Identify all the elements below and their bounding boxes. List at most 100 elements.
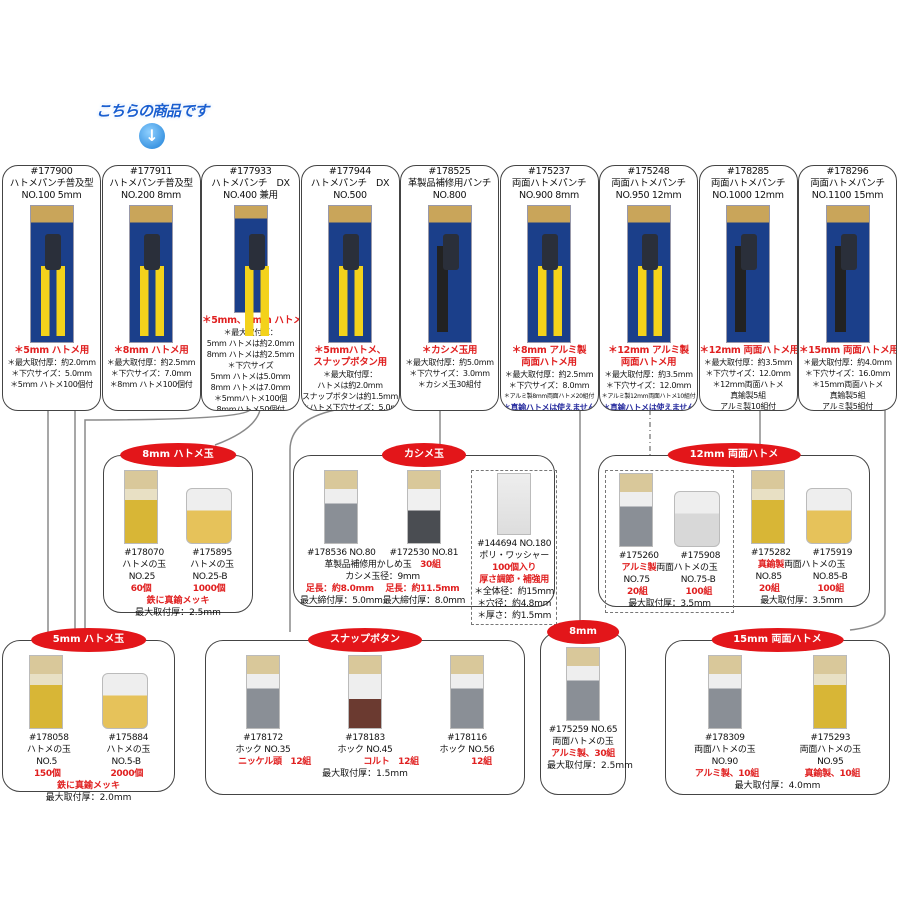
product-spec: ＊8mm ハトメ100個付 — [109, 380, 193, 389]
product-thumbnail[interactable] — [348, 655, 382, 729]
product-thumbnail[interactable] — [450, 655, 484, 729]
info-text: 150個 — [33, 769, 61, 779]
product-code: #177933 — [229, 166, 272, 177]
info-text: 30組 — [420, 560, 441, 570]
product-spec: ＊最大取付厚：約5.0mm — [405, 358, 494, 367]
info-row: ＊全体径：約15mm — [474, 586, 554, 598]
product-thumbnail[interactable] — [28, 655, 63, 729]
product-code: #177900 — [30, 166, 73, 177]
product-image[interactable] — [626, 205, 671, 343]
info-text: ニッケル頭 12組 — [238, 757, 311, 767]
info-text: アルミ製 — [621, 563, 657, 573]
product-name: ハトメパンチ普及型 — [9, 178, 94, 189]
info-row: #178536 NO.80#172530 NO.81 — [300, 547, 465, 559]
info-text: アルミ製、30組 — [550, 749, 616, 759]
product-thumbnail[interactable] — [324, 470, 359, 544]
info-text: #178183 — [345, 733, 385, 743]
arrow-down-circle-icon: ↓ — [139, 123, 165, 149]
info-text: ホック NO.35 — [235, 745, 291, 755]
product-spec: ハトメは約2.0mm — [317, 381, 383, 390]
product-image[interactable] — [726, 205, 770, 343]
product-image[interactable] — [328, 205, 372, 343]
product-code: #175237 — [527, 166, 571, 177]
info-text: #175293 — [810, 733, 851, 743]
product-highlight: ＊12mm 両面ハトメ用 — [699, 345, 798, 356]
info-text: ホック NO.45 — [337, 745, 393, 755]
info-row: #175259 NO.65 — [547, 724, 619, 736]
info-text: 真鍮製 — [757, 560, 784, 570]
product-model: NO.200 8mm — [121, 190, 181, 201]
product-image[interactable] — [233, 205, 269, 336]
info-text: カシメ玉径：9mm — [345, 572, 420, 582]
product-highlight: ＊12mm アルミ製 — [608, 345, 689, 356]
product-code: #175248 — [627, 166, 670, 177]
info-text: #175895 — [192, 548, 232, 558]
product-image[interactable] — [825, 205, 870, 343]
info-text: 両面ハトメの玉 — [799, 745, 861, 755]
product-thumbnail[interactable] — [186, 488, 232, 544]
thumbnails — [110, 470, 246, 544]
product-image[interactable] — [527, 205, 571, 343]
thumbnails — [300, 470, 465, 544]
product-thumbnail[interactable] — [674, 491, 721, 547]
product-image[interactable] — [427, 205, 472, 343]
product-thumbnail[interactable] — [497, 473, 532, 535]
product-thumbnail[interactable] — [707, 655, 742, 729]
product-thumbnail[interactable] — [566, 647, 600, 721]
product-thumbnail[interactable] — [246, 655, 280, 729]
product-thumbnail[interactable] — [102, 673, 149, 729]
product-spec: 8mm ハトメは約2.5mm — [206, 350, 295, 359]
product-thumbnail[interactable] — [813, 655, 848, 729]
info-text: #175260 — [618, 551, 659, 561]
product-spec: 8mm ハトメは7.0mm — [210, 383, 291, 392]
product-model: NO.1000 12mm — [712, 190, 784, 201]
thumbnails — [547, 647, 619, 721]
product-thumbnail[interactable] — [406, 470, 441, 544]
info-row: 真鍮製両面ハトメの玉 — [740, 559, 863, 571]
product-thumbnail[interactable] — [618, 473, 653, 547]
product-highlight: スナップボタン用 — [313, 357, 387, 368]
product-model: NO.800 — [432, 190, 467, 201]
banner-text: こちらの商品です — [95, 102, 209, 120]
product-code: #178525 — [428, 166, 471, 177]
info-text: NO.5-B — [111, 757, 141, 767]
product-spec: アルミ製10組付 — [720, 402, 776, 411]
product-image[interactable] — [129, 205, 173, 343]
info-text: #175259 NO.65 — [548, 725, 618, 735]
product-image[interactable] — [29, 205, 74, 343]
product-thumbnail[interactable] — [124, 470, 158, 544]
product-spec: 5mm ハトメは5.0mm — [210, 372, 291, 381]
info-row: #144694 NO.180 — [474, 538, 554, 550]
section-footer: 最大取付厚：2.5mm — [547, 761, 633, 771]
info-text: ホック NO.56 — [439, 745, 495, 755]
product-highlight: ＊8mm ハトメ用 — [113, 345, 189, 356]
info-text: 両面ハトメの玉 — [783, 560, 846, 570]
product-thumbnail[interactable] — [750, 470, 785, 544]
section-label: 15mm 両面ハトメ — [711, 628, 844, 652]
info-text: 20組 — [758, 584, 780, 594]
product-thumbnail[interactable] — [806, 488, 853, 544]
info-text: ハトメの玉 — [122, 560, 166, 570]
